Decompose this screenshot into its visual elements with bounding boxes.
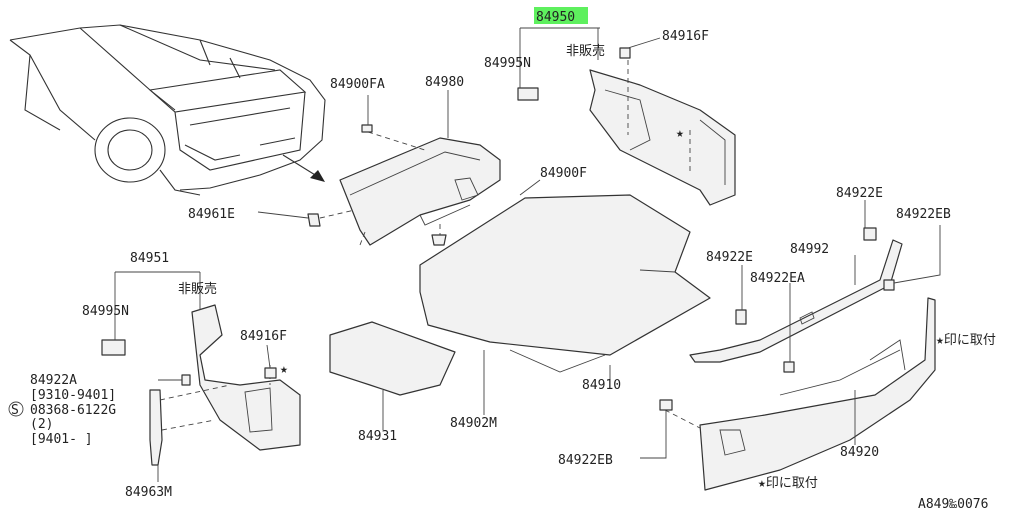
part-84910 bbox=[419, 194, 711, 373]
label-84963M: 84963M bbox=[125, 485, 172, 500]
label-84900F: 84900F bbox=[540, 166, 587, 181]
label-not-sold-top: 非販売 bbox=[566, 43, 605, 59]
label-84950: 84950 bbox=[536, 10, 575, 25]
label-range-2: [9401- ] bbox=[30, 432, 93, 447]
label-84920: 84920 bbox=[840, 445, 879, 460]
car-rear-illustration bbox=[9, 24, 326, 196]
label-84902M: 84902M bbox=[450, 416, 497, 431]
label-84992: 84992 bbox=[790, 242, 829, 257]
label-84931: 84931 bbox=[358, 429, 397, 444]
highlight-84950 bbox=[534, 7, 588, 24]
labels: 84950 非販売 84995N 84916F 84900FA 84980 84… bbox=[8, 10, 996, 512]
label-bolt-code: 08368-6122G bbox=[30, 403, 116, 418]
part-84951 bbox=[101, 304, 301, 466]
part-84931 bbox=[329, 321, 456, 396]
star-mark-left: ★ bbox=[280, 362, 288, 377]
label-84922EB-bottom: 84922EB bbox=[558, 453, 613, 468]
label-84922EB-right: 84922EB bbox=[896, 207, 951, 222]
label-84922E-right: 84922E bbox=[836, 186, 883, 201]
label-84910: 84910 bbox=[582, 378, 621, 393]
label-84922A: 84922A bbox=[30, 373, 77, 388]
label-84980: 84980 bbox=[425, 75, 464, 90]
s-mark-circle bbox=[8, 401, 24, 417]
clip-84900F bbox=[431, 234, 447, 246]
label-84951: 84951 bbox=[130, 251, 169, 266]
label-84922EA: 84922EA bbox=[750, 271, 805, 286]
note-star-right: ★印に取付 bbox=[936, 333, 996, 348]
leader-lines bbox=[114, 27, 941, 482]
label-range-1: [9310-9401] bbox=[30, 388, 116, 403]
label-84922E-mid: 84922E bbox=[706, 250, 753, 265]
label-84900FA: 84900FA bbox=[330, 77, 385, 92]
label-84995N-top: 84995N bbox=[484, 56, 531, 71]
s-mark: S bbox=[11, 403, 19, 418]
label-84961E: 84961E bbox=[188, 207, 235, 222]
label-84916F-left: 84916F bbox=[240, 329, 287, 344]
label-not-sold-left: 非販売 bbox=[178, 281, 217, 297]
star-mark-top: ★ bbox=[676, 126, 684, 141]
clip-84961E bbox=[307, 213, 321, 227]
reference-code: A849‱0076 bbox=[918, 497, 988, 512]
label-84916F-top: 84916F bbox=[662, 29, 709, 44]
label-84995N-left: 84995N bbox=[82, 304, 129, 319]
clip-84900FA bbox=[361, 124, 373, 133]
part-84992 bbox=[689, 227, 903, 373]
part-84950 bbox=[517, 47, 736, 206]
part-84920 bbox=[659, 297, 936, 491]
note-star-bottom: ★印に取付 bbox=[758, 476, 818, 491]
label-quantity: (2) bbox=[30, 417, 53, 432]
part-84980 bbox=[319, 131, 501, 246]
